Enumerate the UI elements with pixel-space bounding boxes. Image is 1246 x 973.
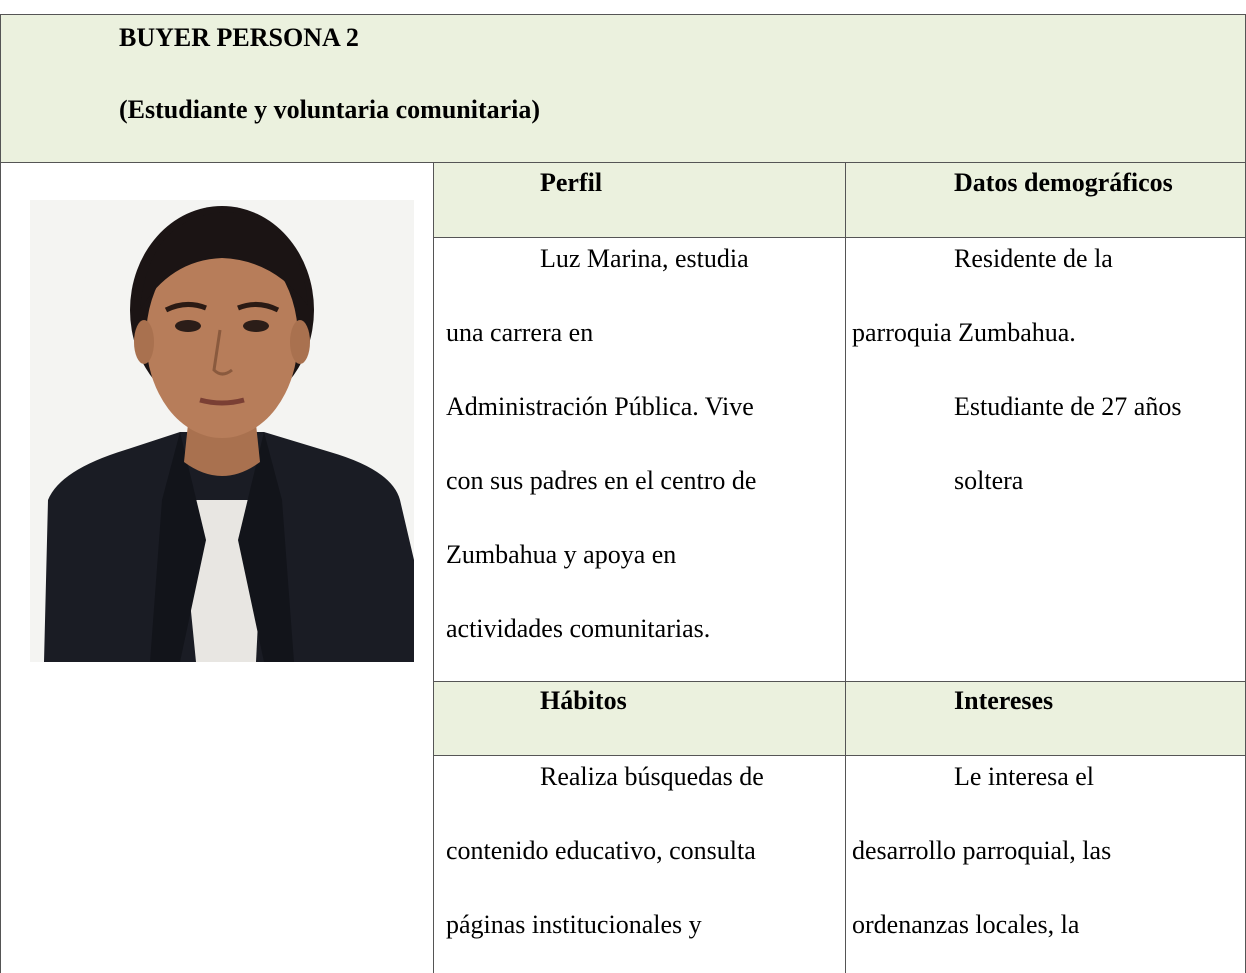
habitos-line: contenido educativo, consulta bbox=[446, 836, 756, 865]
grid-line bbox=[433, 755, 1246, 756]
perfil-line: actividades comunitarias. bbox=[446, 614, 711, 643]
perfil-heading: Perfil bbox=[540, 168, 603, 197]
intereses-line: Le interesa el bbox=[954, 762, 1095, 791]
habitos-heading: Hábitos bbox=[540, 686, 627, 715]
persona-title: BUYER PERSONA 2 bbox=[119, 23, 359, 52]
intereses-line: ordenanzas locales, la bbox=[852, 910, 1080, 939]
habitos-header-cell bbox=[434, 682, 845, 755]
grid-line bbox=[0, 162, 1246, 163]
demograficos-line: soltera bbox=[954, 466, 1024, 495]
grid-line bbox=[433, 681, 1246, 682]
grid-line bbox=[0, 162, 1, 973]
perfil-line: Administración Pública. Vive bbox=[446, 392, 754, 421]
demograficos-header-cell bbox=[846, 163, 1245, 237]
perfil-line: con sus padres en el centro de bbox=[446, 466, 757, 495]
intereses-line: desarrollo parroquial, las bbox=[852, 836, 1112, 865]
grid-line bbox=[433, 237, 1246, 238]
perfil-line: Zumbahua y apoya en bbox=[446, 540, 677, 569]
demograficos-line: Estudiante de 27 años bbox=[954, 392, 1182, 421]
persona-subtitle: (Estudiante y voluntaria comunitaria) bbox=[119, 95, 541, 124]
demograficos-line: Residente de la bbox=[954, 244, 1113, 273]
grid-line bbox=[433, 162, 434, 973]
habitos-line: páginas institucionales y bbox=[446, 910, 702, 939]
intereses-header-cell bbox=[846, 682, 1245, 755]
perfil-header-cell bbox=[434, 163, 845, 237]
demograficos-heading: Datos demográficos bbox=[954, 168, 1173, 197]
grid-line bbox=[845, 162, 846, 973]
demograficos-line: parroquia Zumbahua. bbox=[852, 318, 1076, 347]
intereses-heading: Intereses bbox=[954, 686, 1054, 715]
person-photo bbox=[30, 200, 414, 662]
perfil-line: Luz Marina, estudia bbox=[540, 244, 749, 273]
persona-header: BUYER PERSONA 2 (Estudiante y voluntaria… bbox=[0, 14, 1246, 162]
habitos-line: Realiza búsquedas de bbox=[540, 762, 764, 791]
perfil-line: una carrera en bbox=[446, 318, 594, 347]
